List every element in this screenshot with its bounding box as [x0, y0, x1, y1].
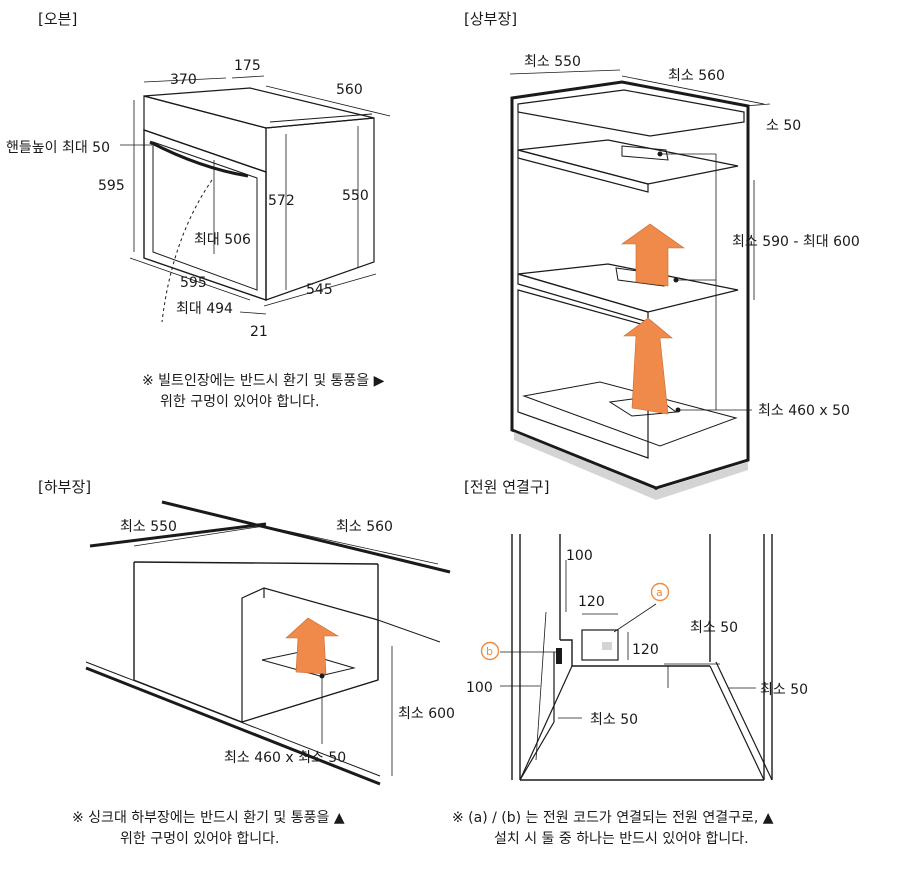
airflow-arrow-lower — [623, 317, 673, 415]
power-outlet-panel: [전원 연결구] — [452, 478, 808, 847]
power-dim-120-width: 120 — [578, 594, 605, 610]
upper-dim-vent: 최소 460 x 50 — [758, 403, 850, 419]
oven-dim-max506: 최대 506 — [194, 232, 251, 248]
oven-dimension-lines — [120, 75, 391, 315]
oven-dim-21: 21 — [250, 324, 268, 340]
upper-dim-gap: 소 50 — [766, 118, 801, 134]
airflow-arrow-upper — [621, 223, 685, 287]
upper-dimension-lines — [509, 69, 771, 411]
oven-dim-595-height: 595 — [98, 178, 125, 194]
power-dim-min50-floor: 최소 50 — [690, 620, 738, 636]
oven-dim-max494: 최대 494 — [176, 301, 233, 317]
lower-dim-height: 최소 600 — [398, 706, 455, 722]
power-dim-min50-right: 최소 50 — [760, 682, 808, 698]
power-dim-min50-left: 최소 50 — [590, 712, 638, 728]
power-note-line2: 설치 시 둘 중 하나는 반드시 있어야 합니다. — [494, 831, 749, 847]
outlet-marker-a-label: a — [656, 586, 663, 599]
upper-dim-height: 최소 590 - 최대 600 — [732, 234, 860, 250]
power-dimension-lines — [500, 560, 756, 761]
oven-dim-370: 370 — [170, 72, 197, 88]
outlet-marker-a: a — [650, 582, 670, 602]
airflow-arrow-lower-cabinet — [285, 617, 340, 675]
lower-dim-width: 최소 550 — [120, 519, 177, 535]
oven-dim-560: 560 — [336, 82, 363, 98]
power-dim-100-side: 100 — [466, 680, 493, 696]
oven-note-line1: ※ 빌트인장에는 반드시 환기 및 통풍을 ▶ — [142, 373, 385, 389]
lower-dimension-lines — [133, 525, 439, 776]
oven-dim-595-width: 595 — [180, 275, 207, 291]
outlet-marker-b-label: b — [486, 645, 493, 658]
upper-cabinet-drawing — [510, 80, 750, 500]
oven-dim-545: 545 — [306, 282, 333, 298]
oven-panel: [오븐] 370 175 560 핸 — [6, 10, 391, 410]
lower-note-line1: ※ 싱크대 하부장에는 반드시 환기 및 통풍을 ▲ — [72, 810, 345, 826]
power-dim-120-height: 120 — [632, 642, 659, 658]
power-note-line1: ※ (a) / (b) 는 전원 코드가 연결되는 전원 연결구로, ▲ — [452, 810, 774, 826]
lower-cabinet-panel: [하부장] 최소 550 최소 560 최소 600 최 — [38, 478, 455, 847]
oven-drawing — [143, 87, 375, 323]
power-outlet-drawing — [511, 534, 773, 781]
oven-title: [오븐] — [38, 10, 77, 28]
oven-dim-175: 175 — [234, 58, 261, 74]
power-dim-100-top: 100 — [566, 548, 593, 564]
power-title: [전원 연결구] — [464, 478, 549, 496]
lower-dim-depth: 최소 560 — [336, 519, 393, 535]
lower-note-line2: 위한 구멍이 있어야 합니다. — [120, 831, 279, 847]
oven-dim-572: 572 — [268, 193, 295, 209]
lower-dim-vent: 최소 460 x 최소 50 — [224, 750, 346, 766]
upper-dim-depth: 최소 560 — [668, 68, 725, 84]
lower-cabinet-drawing — [85, 500, 451, 786]
oven-note-line2: 위한 구멍이 있어야 합니다. — [160, 394, 319, 410]
upper-title: [상부장] — [464, 10, 517, 28]
lower-title: [하부장] — [38, 478, 91, 496]
oven-dim-550: 550 — [342, 188, 369, 204]
oven-dim-handle: 핸들높이 최대 50 — [6, 140, 110, 156]
upper-cabinet-panel: [상부장] — [464, 10, 860, 500]
upper-dim-width: 최소 550 — [524, 54, 581, 70]
outlet-marker-b: b — [480, 641, 500, 661]
